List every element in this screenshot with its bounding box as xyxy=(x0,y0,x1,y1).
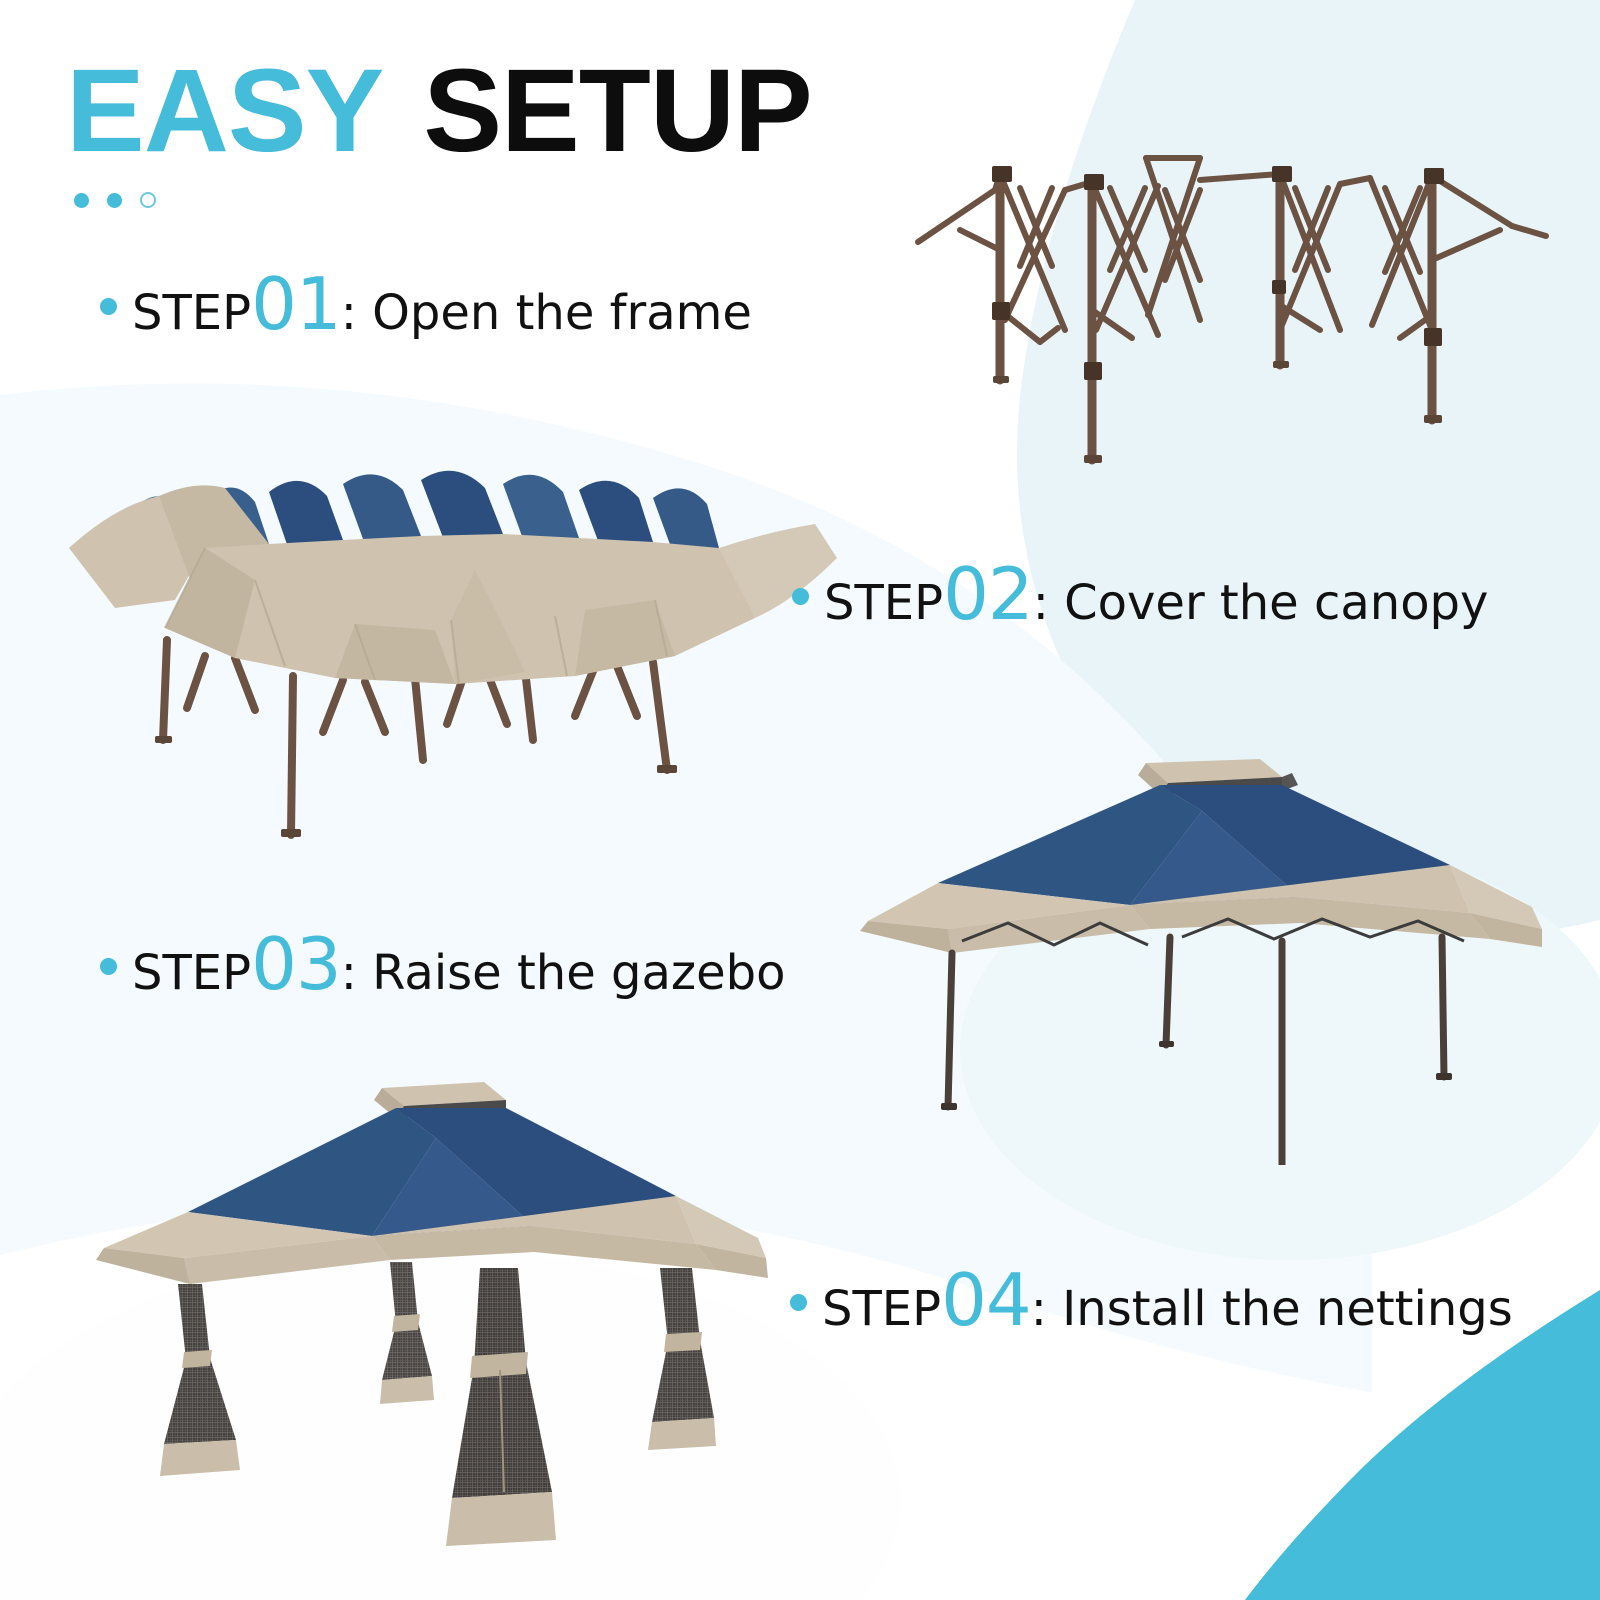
step-number-04: 04 xyxy=(941,1258,1032,1342)
netting-gazebo-navy-roof xyxy=(188,1108,676,1236)
step-number-02: 02 xyxy=(943,552,1034,636)
step-caption-02: STEP 02 : Cover the canopy xyxy=(792,552,1489,636)
step-label-01: STEP xyxy=(132,285,252,341)
frame-joints xyxy=(992,166,1444,380)
step-text-04: : Install the nettings xyxy=(1030,1281,1513,1337)
step-label-03: STEP xyxy=(132,945,252,1001)
bullet-icon-step-04 xyxy=(790,1294,807,1311)
step-02-image-cover xyxy=(55,440,845,850)
bullet-icon-step-02 xyxy=(792,588,809,605)
netting-gazebo-beige-skirt xyxy=(96,1196,768,1284)
bullet-icon-step-01 xyxy=(100,298,117,315)
step-caption-03: STEP 03 : Raise the gazebo xyxy=(100,922,786,1006)
netting-panel-left xyxy=(160,1284,240,1476)
netting-panel-right xyxy=(648,1268,716,1450)
step-number-03: 03 xyxy=(251,922,342,1006)
bullet-icon-step-03 xyxy=(100,958,117,975)
title-dot-indicators xyxy=(74,192,812,208)
netting-panel-rear xyxy=(380,1262,434,1404)
step-text-02: : Cover the canopy xyxy=(1032,575,1489,631)
step-label-02: STEP xyxy=(824,575,944,631)
gazebo-inner-truss xyxy=(961,917,1465,947)
step-text-01: : Open the frame xyxy=(340,285,752,341)
gazebo-legs xyxy=(944,933,1448,1165)
gazebo-navy-roof xyxy=(938,785,1450,905)
cover-legs xyxy=(159,636,671,839)
step-caption-04: STEP 04 : Install the nettings xyxy=(790,1258,1513,1342)
dot-filled-icon-1 xyxy=(74,192,89,208)
step-04-image-netting xyxy=(60,1040,800,1560)
gazebo-beige-skirt xyxy=(860,865,1542,953)
step-label-04: STEP xyxy=(822,1281,942,1337)
step-text-03: : Raise the gazebo xyxy=(340,945,786,1001)
netting-panel-front xyxy=(446,1268,556,1546)
dot-filled-icon-2 xyxy=(107,192,122,208)
step-number-01: 01 xyxy=(251,262,342,346)
bg-blob-top-right xyxy=(1017,0,1600,936)
title-word-setup: SETUP xyxy=(423,45,812,177)
title-word-easy: EASY xyxy=(66,45,384,177)
cover-beige-fabric xyxy=(69,485,837,684)
step-01-image-frame xyxy=(900,130,1560,470)
step-caption-01: STEP 01 : Open the frame xyxy=(100,262,752,346)
step-03-image-raised xyxy=(830,715,1575,1165)
cover-fold-lines xyxy=(164,547,668,685)
dot-hollow-icon-3 xyxy=(140,192,156,208)
bg-cyan-corner-arc xyxy=(1245,1290,1600,1600)
